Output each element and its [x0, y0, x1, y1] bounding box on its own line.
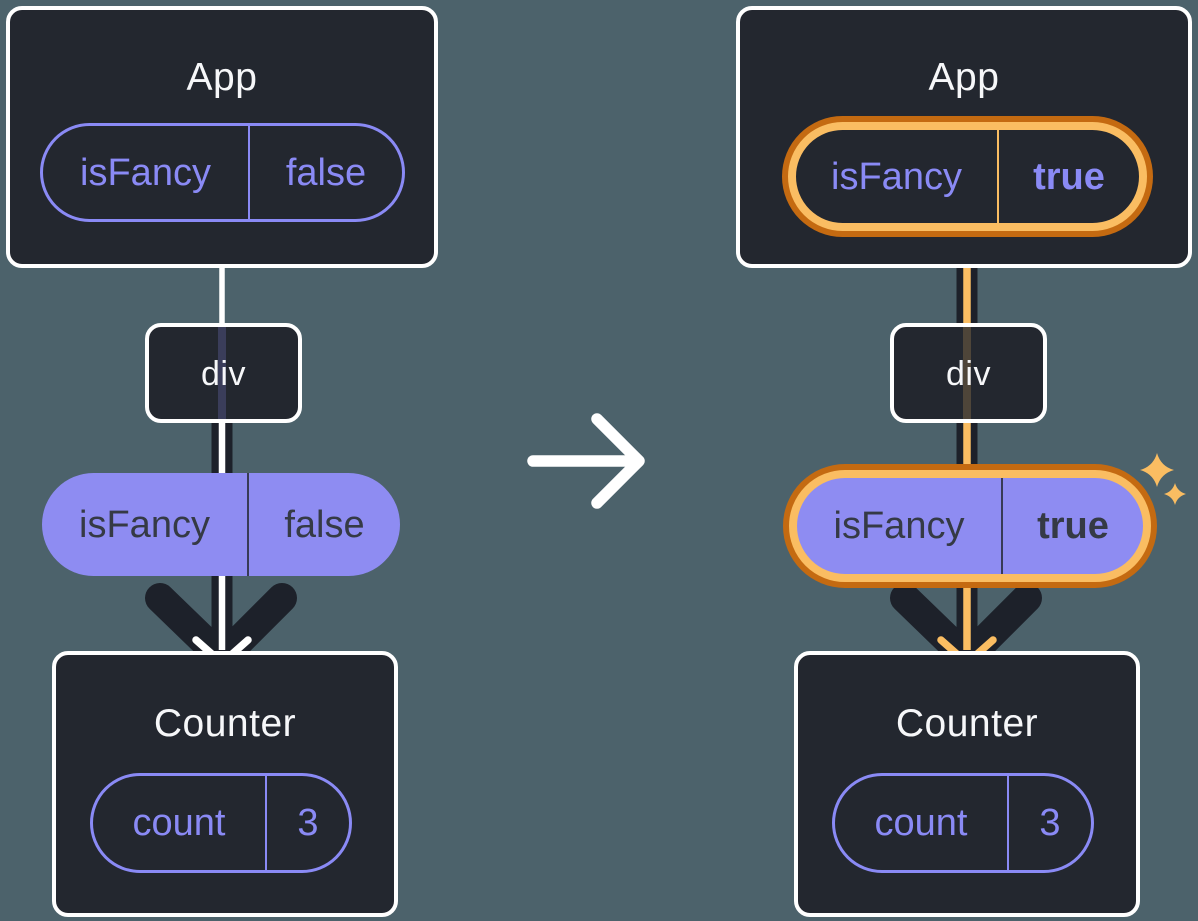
prop-key: isFancy [42, 473, 249, 576]
app-state-pill: isFancy false [40, 123, 405, 222]
sparkle-icon [1164, 483, 1186, 505]
counter-component-box: Counter count 3 [52, 651, 398, 917]
down-arrow-icon [890, 583, 1042, 673]
counter-state-pill: count 3 [832, 773, 1094, 873]
app-component-box: App isFancy true [736, 6, 1192, 268]
component-title: App [928, 56, 1000, 99]
component-title: Counter [895, 702, 1039, 745]
prop-pill: isFancy false [42, 473, 400, 576]
div-element-box: div [145, 323, 302, 423]
div-element-box: div [890, 323, 1047, 423]
element-title: div [201, 355, 246, 393]
prop-key: isFancy [797, 478, 1003, 574]
prop-pill-highlighted: isFancy true [789, 470, 1151, 582]
diagram-after: App isFancy true div isFancy true Counte… [736, 0, 1198, 921]
state-value: 3 [297, 802, 319, 844]
transition-arrow-icon [527, 413, 645, 509]
sparkle-icon [1140, 453, 1174, 487]
counter-component-box: Counter count 3 [794, 651, 1140, 917]
element-title: div [946, 355, 991, 393]
component-title: App [186, 56, 258, 99]
state-value: true [1033, 155, 1105, 198]
diagram-before: App isFancy false div isFancy false Coun… [0, 0, 460, 921]
app-state-pill-highlighted: isFancy true [788, 122, 1147, 231]
state-key: count [835, 776, 1009, 870]
down-arrow-icon [145, 583, 297, 673]
component-title: Counter [153, 702, 297, 745]
line-through-div [218, 327, 226, 419]
prop-value: true [1037, 505, 1109, 547]
prop-value: false [284, 503, 365, 546]
state-key: isFancy [796, 130, 999, 223]
state-value: false [285, 151, 367, 194]
state-key: isFancy [43, 126, 250, 219]
counter-state-pill: count 3 [90, 773, 352, 873]
app-component-box: App isFancy false [6, 6, 438, 268]
line-through-div [963, 327, 971, 419]
state-value: 3 [1039, 802, 1061, 844]
state-key: count [93, 776, 267, 870]
